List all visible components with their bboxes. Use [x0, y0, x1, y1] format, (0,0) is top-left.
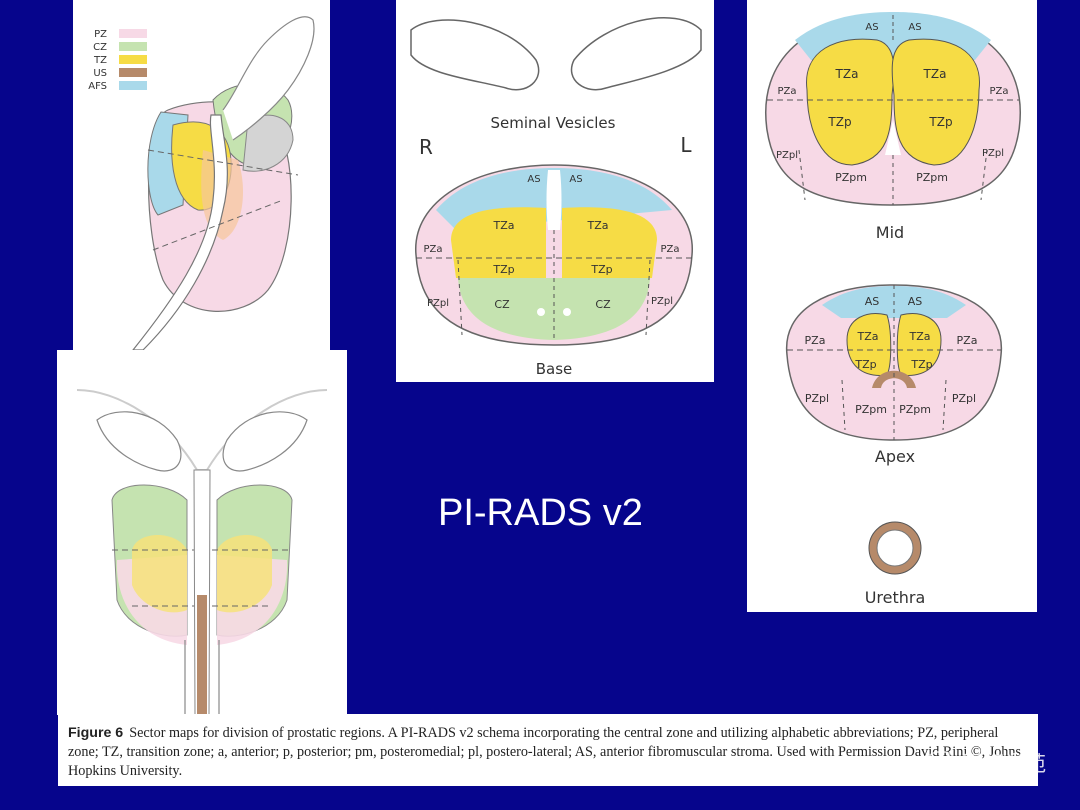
mid-tza-left: TZa: [835, 67, 859, 81]
base-tza-left: TZa: [493, 219, 515, 232]
base-section-label: Base: [536, 360, 573, 378]
mid-tzp-left: TZp: [827, 115, 851, 129]
base-as-left: AS: [527, 174, 540, 185]
mid-section-label: Mid: [876, 223, 904, 242]
apex-tza-left: TZa: [857, 330, 879, 343]
mid-pzpm-left: PZpm: [835, 171, 867, 184]
base-pza-left: PZa: [423, 244, 442, 255]
mid-as-right: AS: [908, 22, 921, 33]
mid-pzpm-right: PZpm: [916, 171, 948, 184]
apex-pzpl-right: PZpl: [952, 392, 976, 405]
base-tzp-right: TZp: [590, 263, 612, 276]
legend-label-pz: PZ: [94, 29, 107, 40]
mid-section: AS AS TZa TZa TZp TZp PZa PZa PZpl PZpl …: [765, 12, 1021, 206]
apex-pzpm-right: PZpm: [899, 403, 931, 416]
base-pzpl-left: PZpl: [427, 298, 449, 309]
mid-tza-right: TZa: [923, 67, 947, 81]
apex-tzp-right: TZp: [910, 358, 932, 371]
mid-apex-diagram: AS AS TZa TZa TZp TZp PZa PZa PZpl PZpl …: [765, 12, 1021, 607]
base-panel: Seminal Vesicles R L AS AS TZa TZa TZp T…: [396, 0, 714, 382]
legend-label-tz: TZ: [93, 55, 107, 66]
apex-pza-left: PZa: [805, 334, 826, 347]
sagittal-panel: PZ CZ TZ US AFS: [73, 0, 330, 350]
sagittal-prostate: [132, 16, 315, 350]
right-side-label: R: [419, 135, 433, 159]
base-as-right: AS: [569, 174, 582, 185]
mid-apex-panel: AS AS TZa TZa TZp TZp PZa PZa PZpl PZpl …: [747, 0, 1037, 612]
mid-pza-left: PZa: [777, 86, 796, 97]
apex-tza-right: TZa: [909, 330, 931, 343]
left-side-label: L: [680, 133, 692, 157]
slide-title: PI-RADS v2: [438, 492, 643, 534]
base-pzpl-right: PZpl: [651, 296, 673, 307]
base-cz-right: CZ: [595, 298, 611, 311]
mid-pza-right: PZa: [989, 86, 1008, 97]
legend: PZ CZ TZ US AFS: [88, 29, 147, 92]
apex-section: AS AS TZa TZa TZp TZp PZa PZa PZpl PZpl …: [785, 284, 1003, 441]
sagittal-diagram: PZ CZ TZ US AFS: [88, 16, 315, 350]
seminal-vesicles-label: Seminal Vesicles: [491, 114, 616, 132]
legend-label-afs: AFS: [88, 81, 107, 92]
legend-label-cz: CZ: [93, 42, 107, 53]
wechat-icon: [926, 751, 956, 775]
urethra-label: Urethra: [865, 588, 926, 607]
base-diagram: Seminal Vesicles R L AS AS TZa TZa TZp T…: [410, 17, 702, 378]
watermark-text: 影领学苑: [962, 752, 1046, 776]
apex-tzp-left: TZp: [854, 358, 876, 371]
apex-pza-right: PZa: [957, 334, 978, 347]
watermark: 影领学苑: [926, 748, 1046, 778]
apex-pzpm-left: PZpm: [855, 403, 887, 416]
base-pza-right: PZa: [660, 244, 679, 255]
apex-as-right: AS: [908, 295, 923, 308]
mid-tzp-right: TZp: [928, 115, 952, 129]
apex-section-label: Apex: [875, 447, 915, 466]
base-tza-right: TZa: [587, 219, 609, 232]
apex-pzpl-left: PZpl: [805, 392, 829, 405]
base-cz-left: CZ: [494, 298, 510, 311]
caption-text: Sector maps for division of prostatic re…: [68, 725, 1022, 779]
mid-as-left: AS: [865, 22, 878, 33]
mid-pzpl-right: PZpl: [982, 148, 1004, 159]
apex-as-left: AS: [865, 295, 880, 308]
base-tzp-left: TZp: [492, 263, 514, 276]
mid-pzpl-left: PZpl: [776, 150, 798, 161]
legend-label-us: US: [93, 68, 107, 79]
caption-figure-label: Figure 6: [68, 725, 124, 741]
coronal-diagram: [76, 389, 328, 715]
coronal-panel: [57, 350, 347, 715]
